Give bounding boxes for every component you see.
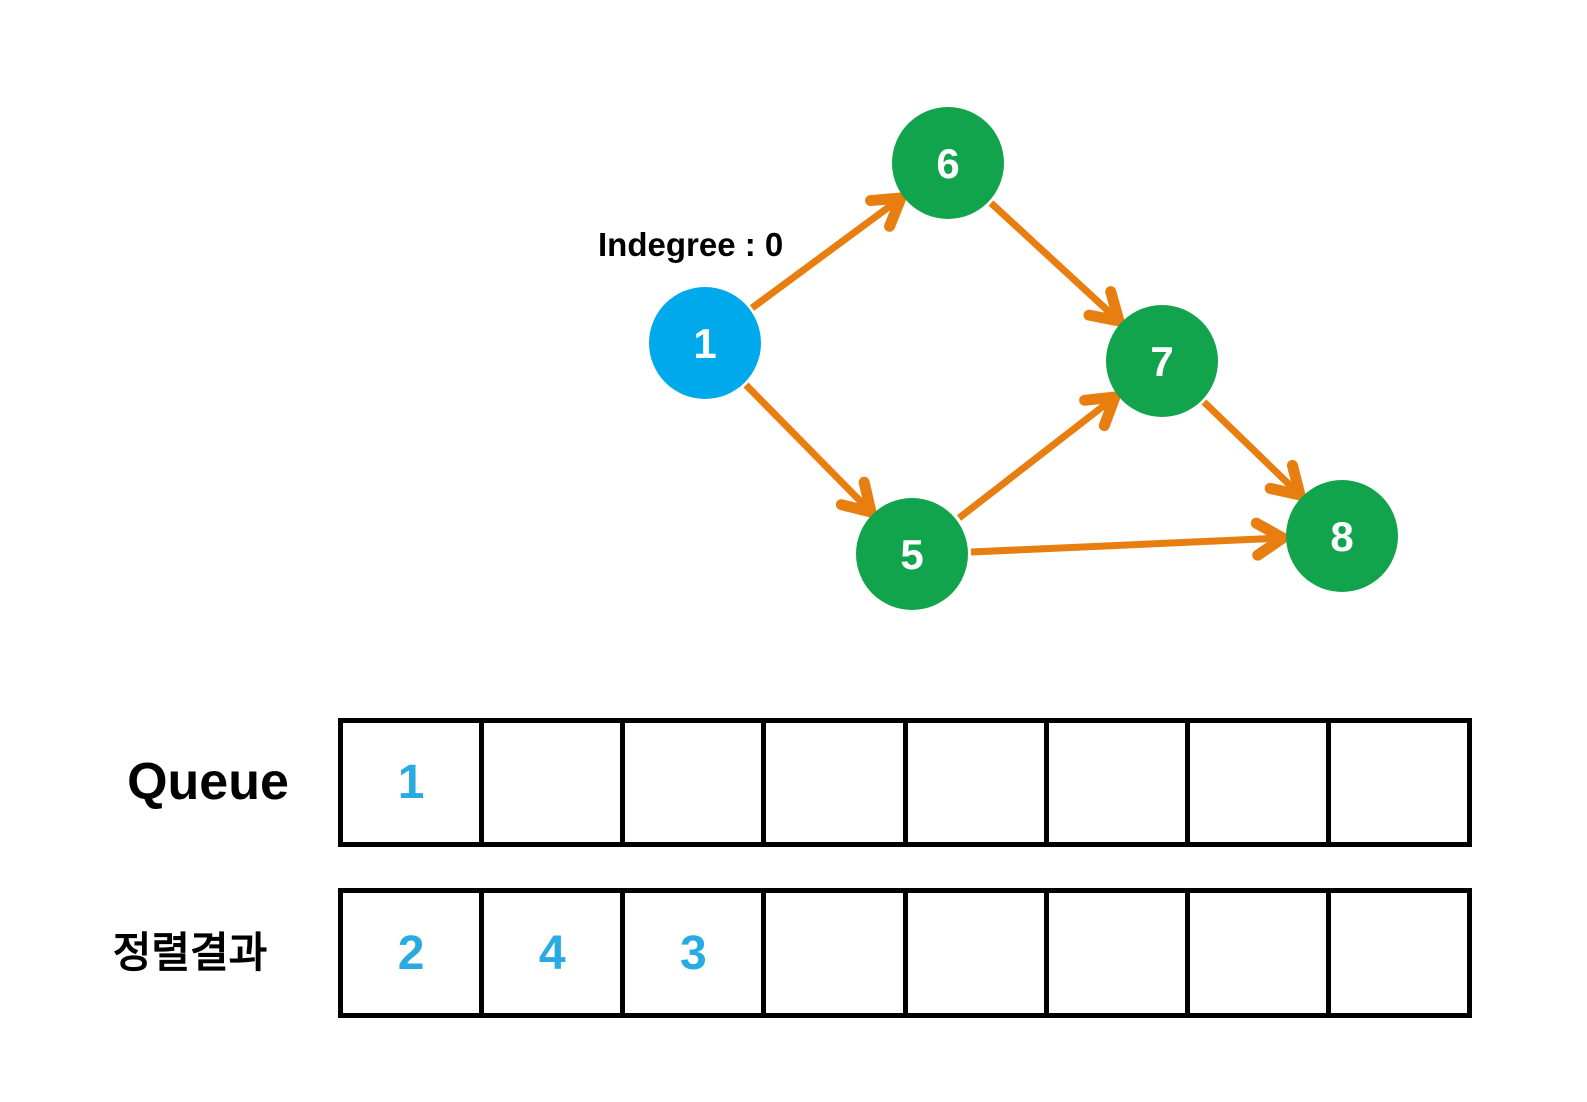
node-1-label: 1	[693, 320, 716, 367]
node-8-circle	[1286, 480, 1398, 592]
sort-result-array: 2 4 3	[338, 888, 1472, 1018]
node-7-circle	[1106, 305, 1218, 417]
node-6-label: 6	[936, 140, 959, 187]
result-cell-4	[908, 893, 1049, 1013]
edge-7-to-8	[1201, 399, 1306, 501]
queue-cell-0: 1	[343, 723, 485, 842]
sort-result-row-label: 정렬결과	[112, 929, 268, 976]
queue-cell-4	[908, 723, 1049, 842]
result-cell-1: 4	[484, 893, 626, 1013]
result-cell-5	[1049, 893, 1190, 1013]
node-6-circle	[892, 107, 1004, 219]
result-cell-3	[766, 893, 908, 1013]
queue-cell-2	[625, 723, 767, 842]
node-7-label: 7	[1150, 338, 1173, 385]
graph-node-5: 5	[856, 498, 968, 610]
queue-array: 1	[338, 718, 1472, 847]
queue-cell-1	[484, 723, 626, 842]
result-cell-7	[1331, 893, 1467, 1013]
node-5-label: 5	[900, 531, 923, 578]
graph-edges	[743, 192, 1306, 561]
graph-node-8: 8	[1286, 480, 1398, 592]
queue-row-label: Queue	[127, 753, 289, 811]
queue-cell-6	[1190, 723, 1331, 842]
graph-node-6: 6	[892, 107, 1004, 219]
indegree-annotation: Indegree : 0	[598, 226, 784, 263]
edge-1-to-6	[749, 192, 907, 311]
edge-5-to-7	[956, 391, 1121, 521]
queue-cell-3	[766, 723, 908, 842]
node-8-label: 8	[1330, 513, 1353, 560]
result-cell-2: 3	[625, 893, 767, 1013]
node-1-circle	[649, 287, 761, 399]
result-cell-0: 2	[343, 893, 485, 1013]
graph-node-1: 1	[649, 287, 761, 399]
result-cell-6	[1190, 893, 1331, 1013]
queue-cell-7	[1331, 723, 1467, 842]
queue-cell-5	[1049, 723, 1190, 842]
edge-6-to-7	[988, 200, 1125, 327]
edge-1-to-5	[743, 382, 877, 518]
graph-node-7: 7	[1106, 305, 1218, 417]
node-5-circle	[856, 498, 968, 610]
edge-5-to-8	[970, 517, 1289, 561]
graph-canvas: 1 6 7 5 8	[649, 107, 1398, 610]
